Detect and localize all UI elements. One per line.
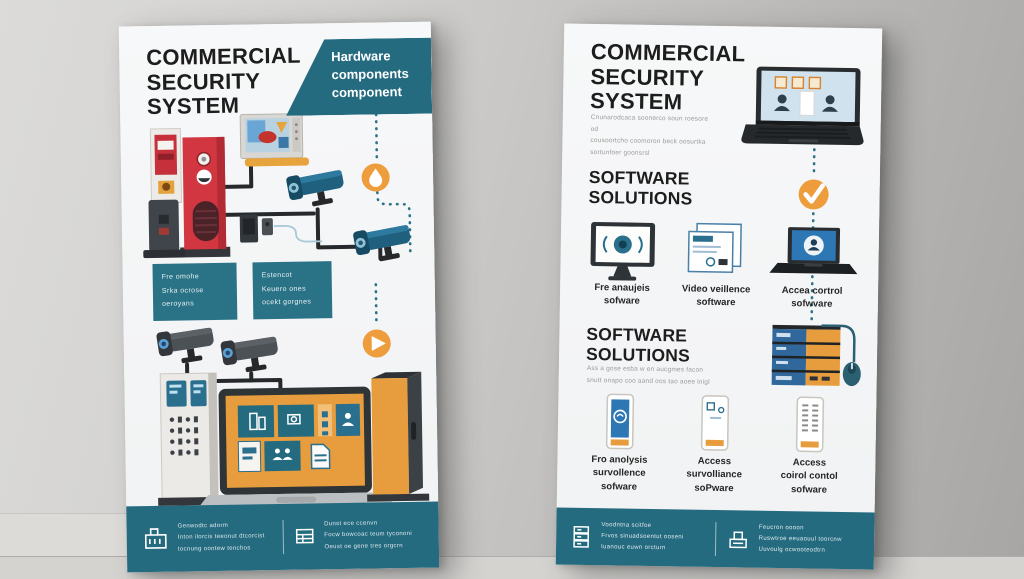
intro-paragraph-2: Ass a gose esba w en aucgmes facon snutt… (586, 364, 710, 386)
left-poster: COMMERCIAL SECURITY SYSTEM Hardware comp… (118, 21, 440, 573)
dashed-connector (810, 148, 816, 323)
intercom-device (239, 214, 323, 243)
footer-group-1: Genwodtc adorm Inton ilorcis teeonut dtc… (143, 520, 273, 555)
hardware-diagram (143, 99, 430, 511)
software-diagram (590, 66, 864, 453)
cctv-camera-gray-2 (220, 336, 278, 373)
play-icon (362, 329, 391, 358)
building-icon (143, 525, 169, 553)
server-rack (771, 324, 861, 387)
fire-pull-station (149, 128, 183, 204)
laptop-dashboard (200, 386, 393, 511)
security-monitor (239, 113, 309, 167)
monitor-eye-icon (590, 222, 656, 281)
footer-text-1: Genwodtc adorm Inton ilorcis teeonut dtc… (177, 523, 265, 553)
footer-group-2: Feucron oooon Ruswtroe eeuaouul toorcnw … (725, 522, 860, 557)
caption-access-control: Access coirol contol sofware (780, 457, 838, 496)
keypad-pedestal (143, 199, 186, 259)
poster-footer: Voodntna scitfoe Frvos sinuadsoentut oos… (555, 507, 875, 570)
cctv-camera-teal-2 (353, 225, 411, 262)
server-rack-icon (570, 523, 592, 549)
right-poster: COMMERCIAL SECURITY SYSTEM Cnunarodcaca … (555, 23, 883, 570)
mouse-icon (842, 362, 861, 387)
video-document-icon (687, 222, 742, 273)
cctv-camera-gray-1 (156, 327, 214, 364)
component-label-box-2: Estencot Keuero ones ocekt gorgnes (252, 261, 333, 320)
laptop-illustration (741, 66, 864, 146)
dashed-connector (374, 99, 412, 327)
poster-title: COMMERCIAL SECURITY SYSTEM (589, 38, 746, 115)
scanner-device-icon (726, 527, 750, 551)
laptop-lock-icon (769, 227, 858, 275)
phone-icon-1 (605, 393, 635, 450)
software-solutions-heading-2: SOFTWARE SOLUTIONS (585, 323, 691, 366)
poster-footer: Genwodtc adorm Inton ilorcis teeonut dtc… (126, 501, 440, 573)
component-label-box-1: Fre omohe Srka ocrose oeroyans (152, 262, 238, 321)
footer-group-2: Dunst ece ccenvn Focw bowcoac teum tycon… (293, 518, 423, 553)
grid-card-icon (293, 525, 315, 547)
intro-paragraph: Cnunarodcaca soonerco soun roesore od co… (590, 113, 709, 157)
phone-icon-3 (795, 396, 825, 453)
footer-divider (282, 519, 284, 554)
phone-icon-2 (700, 395, 730, 451)
poster-title: COMMERCIAL SECURITY SYSTEM (146, 42, 301, 120)
mouse-cable (821, 324, 856, 363)
footer-divider (714, 521, 716, 556)
footer-text-2: Feucron oooon Ruswtroe eeuaouul toorcnw … (758, 524, 842, 554)
storage-cabinet (367, 371, 430, 502)
check-icon (798, 179, 829, 210)
fire-alarm-tower (180, 136, 231, 258)
cctv-camera-teal-1 (286, 170, 344, 207)
footer-group-1: Voodntna scitfoe Frvos sinuadsoentut oos… (570, 520, 705, 555)
footer-text-2: Dunst ece ccenvn Focw bowcoac teum tycon… (324, 520, 413, 550)
caption-access-control-software: Accea cortrol sofwvare (781, 284, 843, 311)
drop-icon (361, 163, 390, 192)
footer-text-1: Voodntna scitfoe Frvos sinuadsoentut oos… (601, 522, 684, 552)
software-solutions-heading-1: SOFTWARE SOLUTIONS (588, 166, 693, 209)
baseboard (0, 513, 150, 559)
server-tower (158, 372, 223, 506)
